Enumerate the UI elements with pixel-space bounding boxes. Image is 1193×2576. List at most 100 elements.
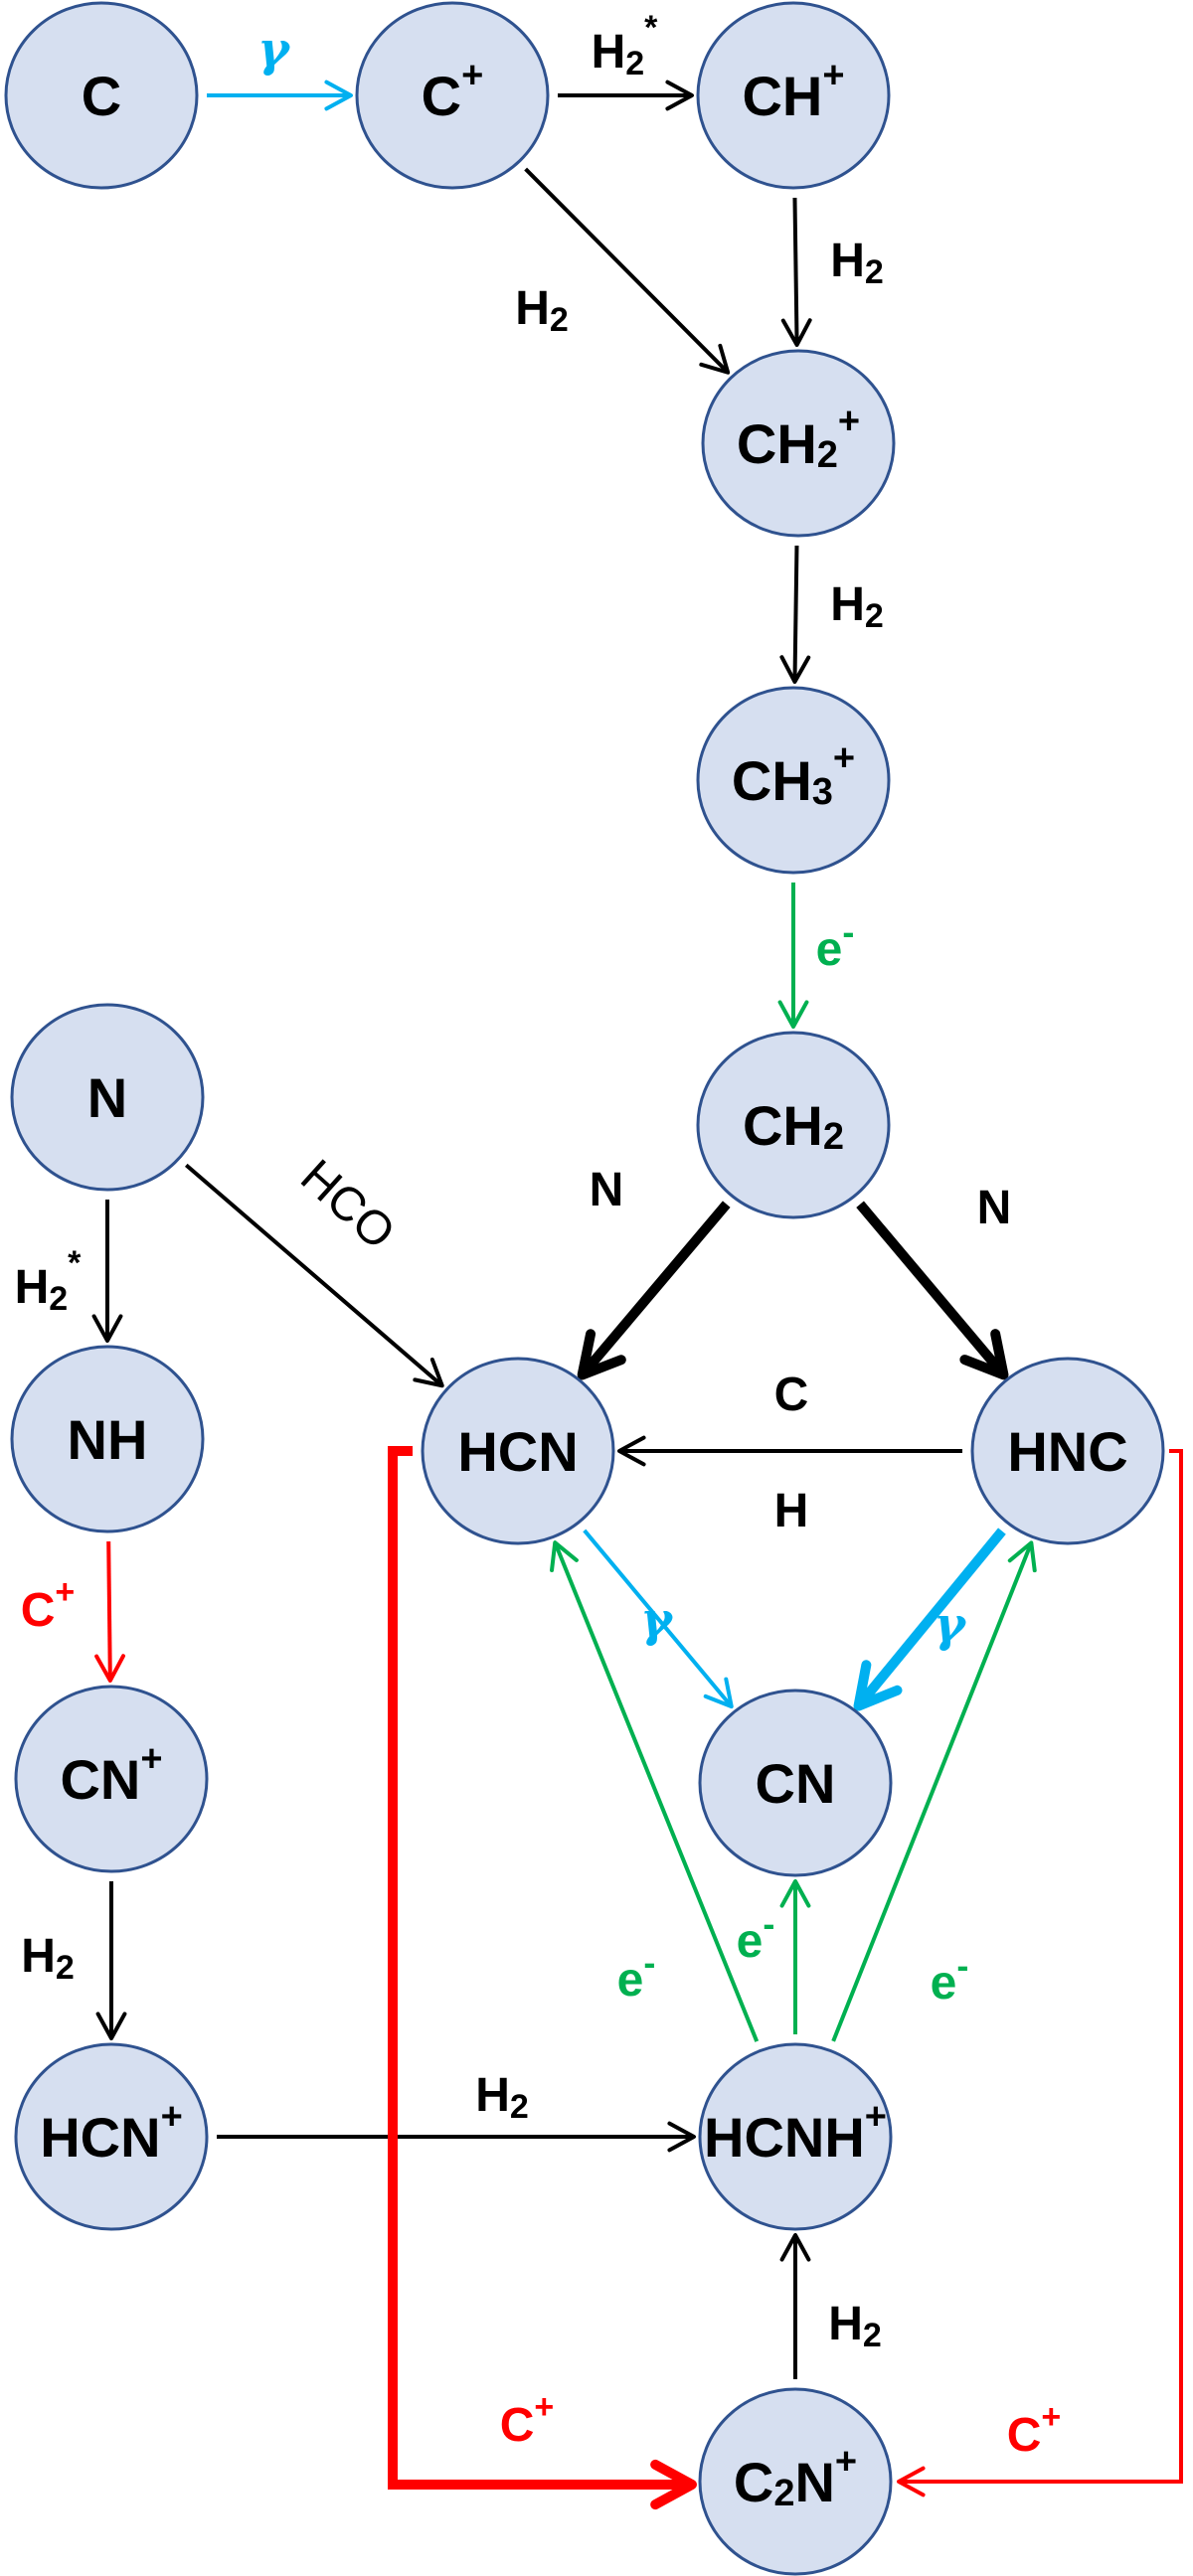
arrowhead [550, 1540, 579, 1572]
reaction-line [578, 1201, 731, 1378]
arrowhead [699, 343, 731, 375]
label-h2-CH2p-CH3p: H2 [830, 578, 884, 636]
arrowhead [95, 2012, 127, 2040]
reaction-line [524, 167, 730, 375]
reaction-line [553, 1541, 760, 2042]
label-cplus-NH-CNp: C+ [21, 1573, 76, 1637]
reaction-Cp-to-CHp [558, 80, 694, 111]
label-h2-star-N-NH: H2* [15, 1244, 83, 1318]
species-label: N [87, 1066, 127, 1129]
reaction-line [388, 1446, 686, 2490]
reaction-line [106, 1540, 112, 1682]
species-circle [698, 2042, 893, 2231]
label-n-CH2-HNC: N [977, 1182, 1012, 1234]
reaction-CH2-to-HCN [577, 1201, 731, 1380]
reaction-CH2p-to-CH3p [779, 545, 811, 685]
species-label: C2N+ [734, 2441, 857, 2514]
species-label: HCN+ [40, 2096, 183, 2169]
arrowhead [324, 80, 353, 111]
species-label: CN [756, 1752, 836, 1815]
arrowhead [665, 80, 694, 111]
species-node-CNp: CN+ [14, 1685, 209, 1873]
reaction-line [792, 545, 799, 683]
label-gamma-HNC-CN: γ [934, 1597, 967, 1653]
species-node-HCNHp: HCNH+ [698, 2042, 893, 2231]
species-node-HCN: HCN [421, 1357, 615, 1545]
reaction-C-to-Cp [207, 80, 353, 111]
species-label: HCNH+ [704, 2096, 887, 2169]
label-n-CH2-HCN: N [590, 1164, 624, 1216]
species-node-NH: NH [10, 1345, 205, 1533]
arrowhead [703, 1677, 734, 1709]
species-label: C [82, 65, 121, 127]
species-node-CN: CN [698, 1689, 893, 1877]
arrowhead [94, 1654, 125, 1684]
species-label: CH+ [742, 55, 844, 127]
species-circle [701, 349, 896, 538]
reaction-CH3p-to-CH2 [777, 883, 809, 1029]
reaction-Cp-to-CH2p [524, 167, 731, 375]
arrowhead [780, 318, 812, 348]
arrowhead [779, 655, 811, 685]
label-h2-CHp-CH2p: H2 [830, 235, 884, 292]
species-circle [4, 1, 199, 190]
species-node-Cp: C+ [355, 1, 550, 190]
species-node-HNC: HNC [970, 1357, 1165, 1545]
species-node-C2Np: C2N+ [698, 2387, 893, 2576]
species-node-CH2: CH2 [696, 1031, 891, 1219]
species-node-CH2p: CH2+ [701, 349, 896, 538]
arrowhead [577, 1329, 626, 1380]
label-h2-Cp-CH2p: H2 [515, 282, 569, 340]
species-label: C+ [422, 55, 484, 127]
species-label: NH [68, 1408, 148, 1471]
species-circle [10, 1003, 205, 1192]
label-gamma-C: γ [257, 22, 291, 78]
label-h2-CNp-HCNp: H2 [21, 1930, 75, 1988]
reaction-C2Np-to-HCNHp [779, 2233, 811, 2379]
arrowhead [91, 1314, 123, 1343]
species-circle [421, 1357, 615, 1545]
reaction-CHp-to-CH2p [780, 197, 812, 348]
species-circle [696, 686, 891, 875]
label-h-HNC-HCN: H [774, 1485, 809, 1537]
species-node-HCNp: HCN+ [14, 2042, 209, 2231]
arrowhead [853, 1660, 903, 1711]
reaction-HCNHp-to-CN [779, 1879, 811, 2034]
label-c-HNC-HCN: C [774, 1368, 809, 1421]
species-label: CH2+ [737, 401, 860, 476]
label-e-HCNHp-HNC: e- [931, 1945, 969, 2010]
reaction-line [899, 1449, 1183, 2484]
reaction-HNC-to-CN [853, 1528, 1006, 1711]
species-circle [970, 1357, 1165, 1545]
reaction-line [184, 1163, 444, 1387]
label-h2-HCNp-HCNHp: H2 [475, 2069, 529, 2127]
arrowhead [959, 1329, 1009, 1380]
arrowhead [650, 2459, 697, 2510]
species-label: HNC [1007, 1420, 1127, 1483]
species-node-CH3p: CH3+ [696, 686, 891, 875]
species-circle [698, 2387, 893, 2576]
arrowhead [617, 1435, 646, 1467]
reaction-line [831, 1541, 1034, 2042]
label-cplus-HNC-C2Np: C+ [1007, 2398, 1062, 2462]
species-circle [14, 1685, 209, 1873]
species-circle [696, 1, 891, 190]
reaction-HCNp-to-HCNHp [217, 2121, 696, 2153]
species-node-C: C [4, 1, 199, 190]
reaction-HCNHp-to-HNC [831, 1540, 1037, 2042]
arrowhead [777, 1000, 809, 1029]
species-label: HCN [457, 1420, 578, 1483]
label-h2-C2Np-HCNHp: H2 [828, 2298, 882, 2355]
label-cplus-HCN-C2Np: C+ [500, 2388, 555, 2452]
label-e-CH3p-CH2: e- [816, 911, 855, 976]
species-label: CH3+ [732, 737, 855, 813]
reaction-HNC-to-HCN [617, 1435, 962, 1467]
reaction-HCNHp-to-HCN [550, 1540, 760, 2042]
reaction-HNC-to-C2Np [897, 1449, 1183, 2497]
reaction-line [854, 1528, 1006, 1709]
reaction-line [583, 1529, 734, 1708]
species-circle [696, 1031, 891, 1219]
reaction-CH2-to-HNC [856, 1201, 1009, 1380]
arrowhead [1007, 1540, 1037, 1573]
arrowhead [897, 2466, 926, 2497]
